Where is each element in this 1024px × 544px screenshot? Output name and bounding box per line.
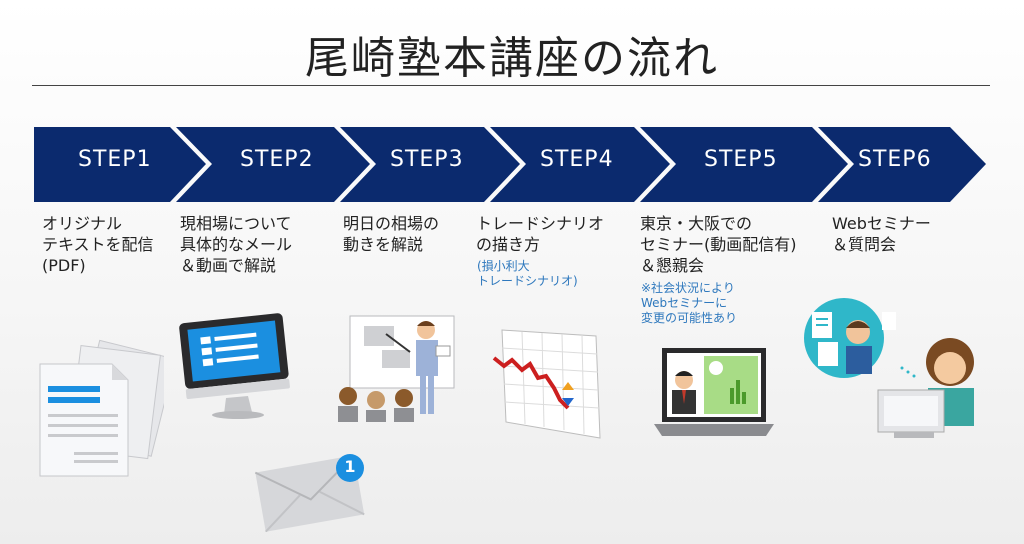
notification-badge-icon <box>336 454 364 482</box>
step5-label: STEP5 <box>704 147 778 172</box>
step4-description: トレードシナリオ の描き方 <box>476 214 605 254</box>
laptop-seminar-icon <box>654 348 774 436</box>
lecture-presentation-icon <box>338 315 455 422</box>
step3-description: 明日の相場の 動きを解説 <box>343 214 440 254</box>
step5-note: ※社会状況により Webセミナーに 変更の可能性あり <box>641 281 738 325</box>
step2-description: 現相場について 具体的なメール ＆動画で解説 <box>180 214 293 275</box>
step6-chevron <box>818 127 986 202</box>
step4-note: (損小利大 トレードシナリオ) <box>477 259 578 288</box>
step4-chevron <box>490 127 670 202</box>
document-stack-icon <box>39 339 164 477</box>
step2-chevron <box>176 127 370 202</box>
web-call-icon <box>804 298 974 438</box>
step5-chevron <box>640 127 848 202</box>
step5-description: 東京・大阪での セミナー(動画配信有) ＆懇親会 <box>640 214 797 275</box>
step3-label: STEP3 <box>390 147 464 172</box>
step6-description: Webセミナー ＆質問会 <box>832 214 931 254</box>
step1-description: オリジナル テキストを配信 (PDF) <box>42 214 154 275</box>
step6-label: STEP6 <box>858 147 932 172</box>
step1-chevron <box>34 127 206 202</box>
computer-monitor-icon <box>179 313 290 419</box>
step4-label: STEP4 <box>540 147 614 172</box>
mail-badge-count: 1 <box>344 457 356 476</box>
mail-envelope-icon <box>254 454 365 532</box>
step1-label: STEP1 <box>78 147 152 172</box>
page-title: 尾崎塾本講座の流れ <box>305 33 719 84</box>
step2-label: STEP2 <box>240 147 314 172</box>
title-divider <box>32 85 990 86</box>
falling-chart-icon <box>492 329 601 439</box>
step3-chevron <box>340 127 520 202</box>
